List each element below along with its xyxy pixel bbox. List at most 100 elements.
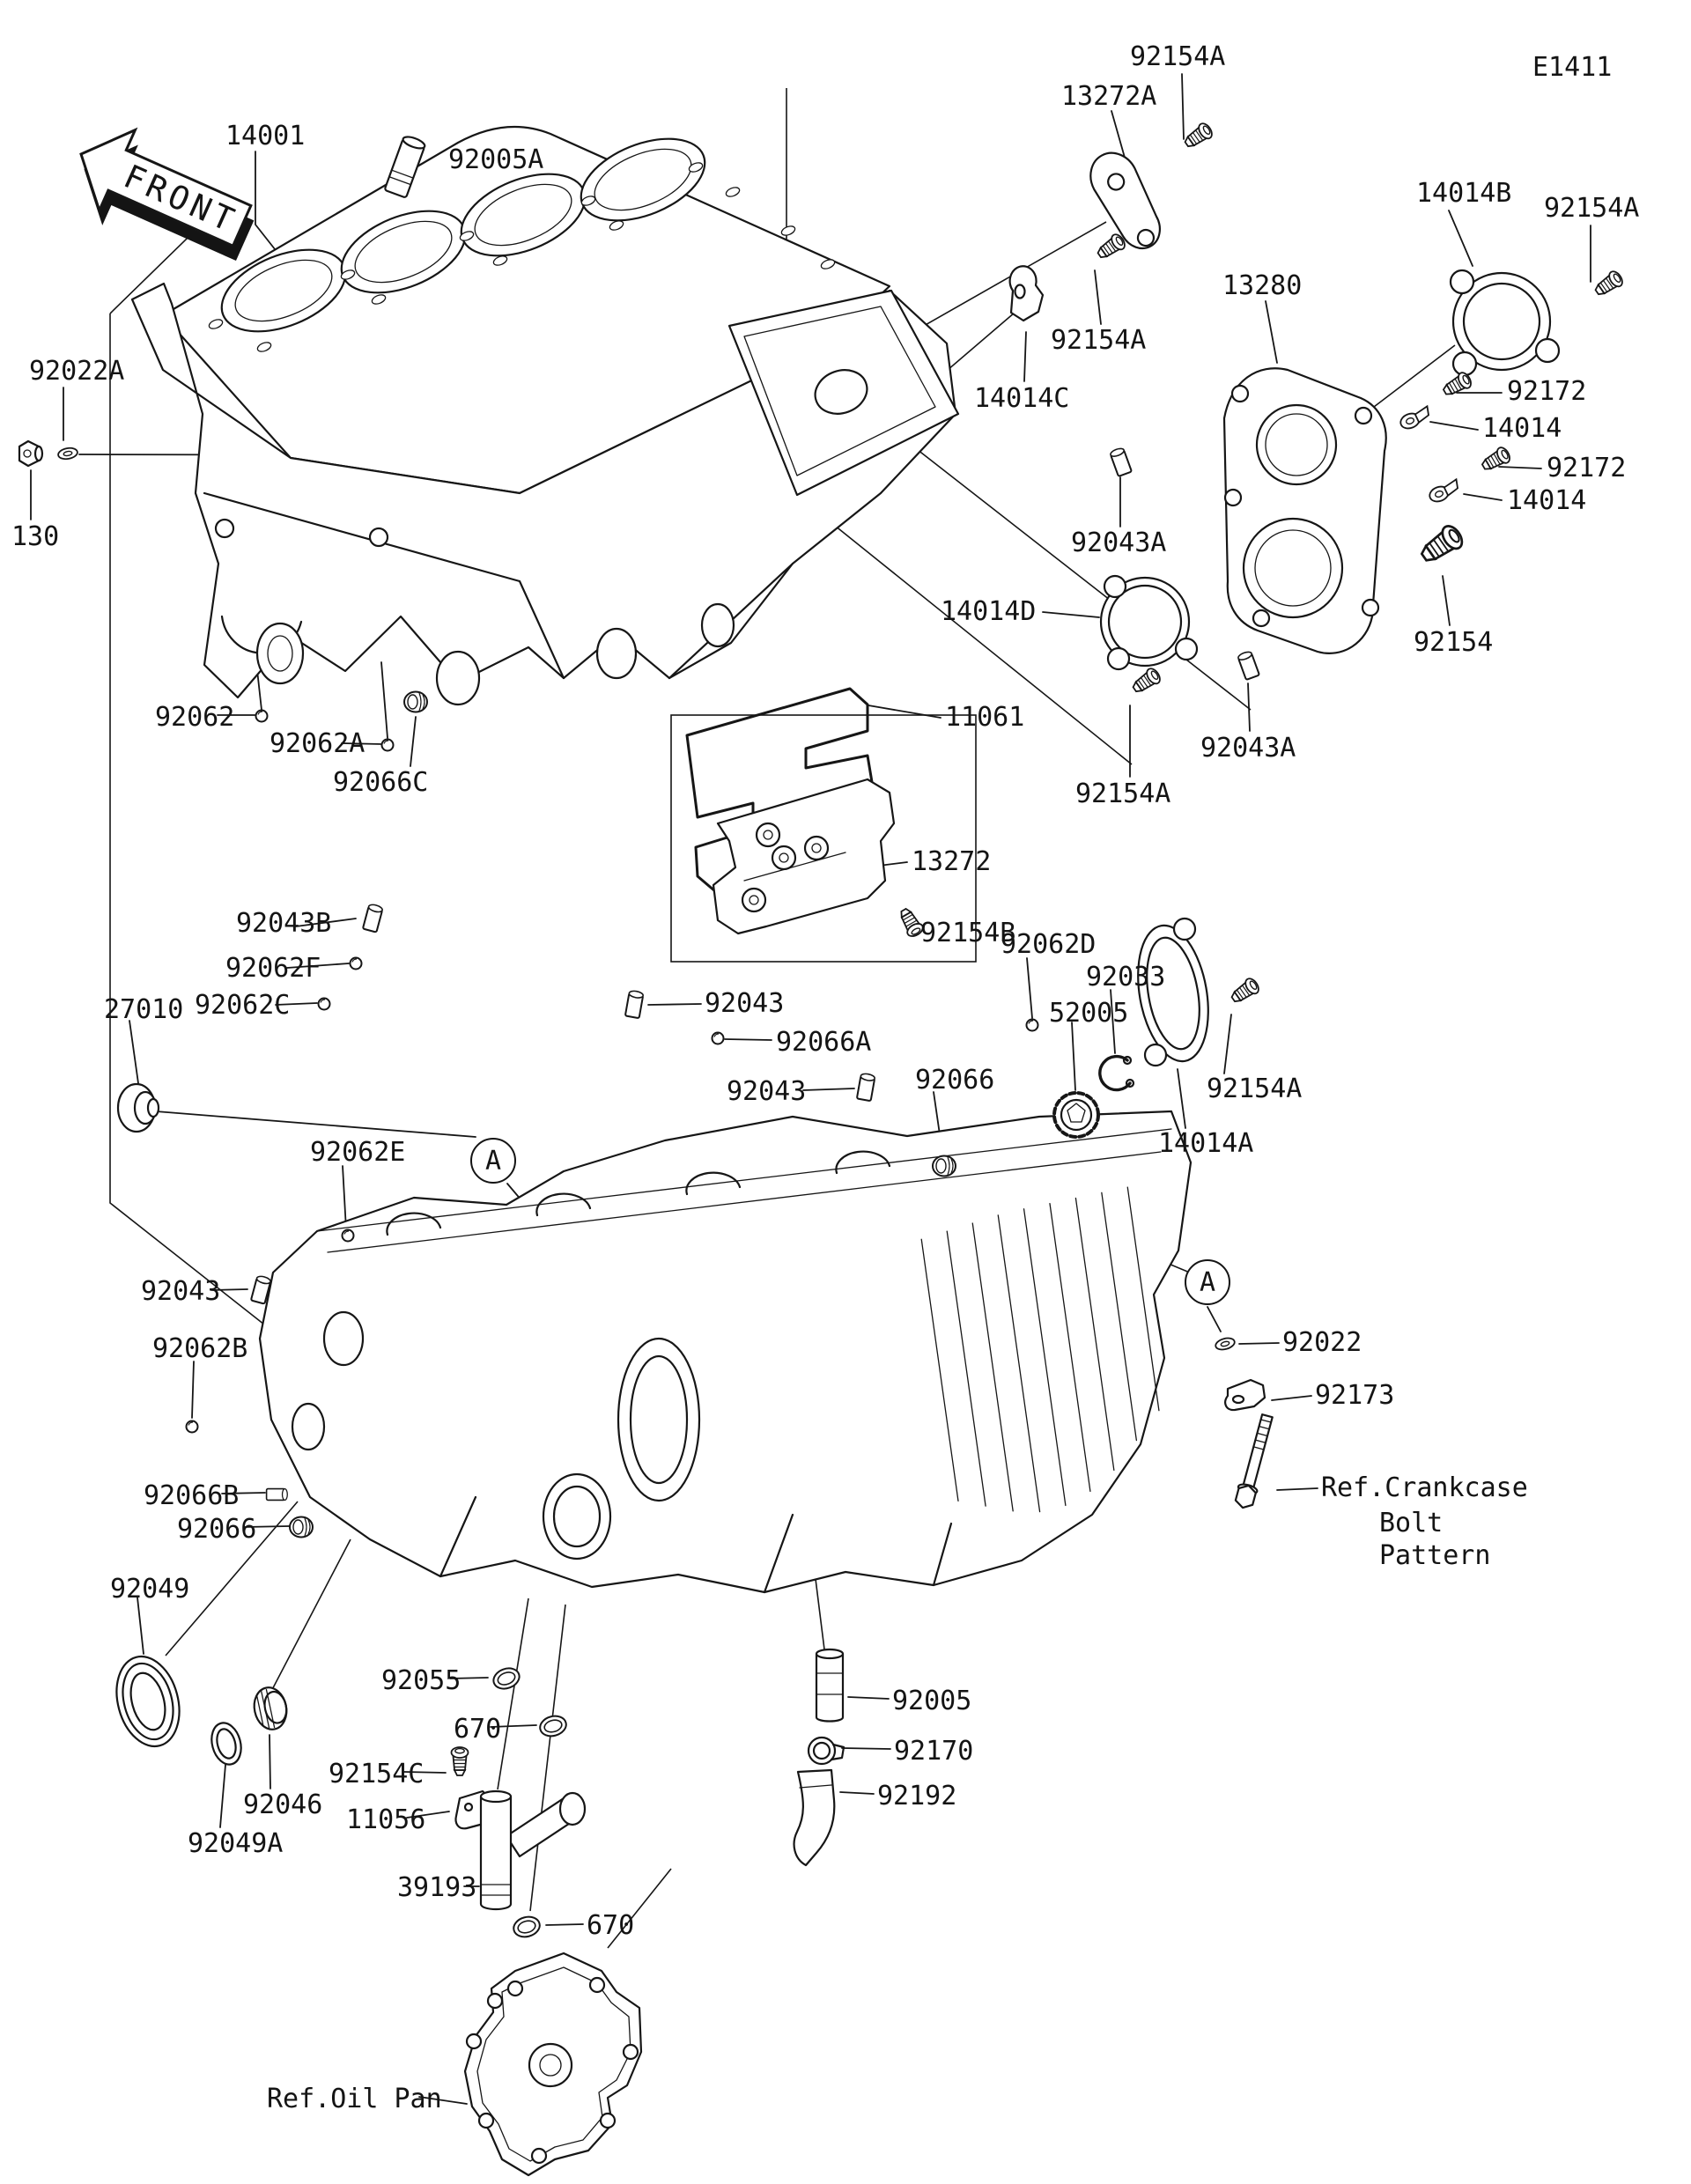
part-label-92043B: 92043B [236,908,332,939]
clamp-92173 [1224,1378,1266,1412]
screw-92154C [450,1746,469,1776]
part-label-14014B: 14014B [1416,178,1512,209]
plug-92062A [380,738,395,752]
part-label-92172: 92172 [1547,453,1627,483]
part-label-92154A: 92154A [1051,325,1147,356]
part-label-92066A: 92066A [776,1027,872,1058]
part-label-14014: 14014 [1507,485,1587,516]
oil-pan [463,1952,643,2177]
oil-seal-92049A [210,1722,242,1766]
part-label-39193: 39193 [397,1872,477,1903]
part-label-Pattern: Pattern [1379,1540,1491,1571]
leader-lines [30,73,1591,2105]
gasket-14014D [1099,574,1199,671]
case-ribs [920,1186,1160,1513]
breather-plate-13272 [712,778,896,935]
part-label-92154A: 92154A [1130,41,1226,72]
dowel-92043-1 [624,989,645,1020]
part-label-92005A: 92005A [448,144,544,175]
part-14014C [1008,265,1045,322]
plug-92062 [255,709,269,723]
plug-92062E [341,1228,355,1243]
lower-crankcase [258,1110,1193,1594]
clip-14014-1 [1397,405,1434,432]
part-label-92154B: 92154B [920,918,1016,948]
plug-92062C [317,997,331,1011]
part-label-92066: 92066 [177,1514,257,1545]
part-label-13280: 13280 [1222,270,1303,301]
part-label-92062B: 92062B [152,1333,248,1364]
part-label-92172: 92172 [1507,376,1587,407]
part-label-92022A: 92022A [29,356,125,387]
part-label-27010: 27010 [104,994,184,1025]
part-label-92049A: 92049A [188,1828,284,1859]
washer-92022 [1213,1335,1237,1353]
part-label-92043: 92043 [141,1276,221,1307]
gasket-bolt-holes [208,162,836,352]
part-label-92005: 92005 [892,1686,972,1716]
dowel-92043A-1 [1108,446,1133,477]
part-label-92062D: 92062D [1001,929,1097,960]
part-label-13272A: 13272A [1061,81,1157,112]
part-label-92062A: 92062A [270,728,366,759]
dowel-92043-2 [855,1072,876,1103]
part-label-92066B: 92066B [144,1480,240,1511]
oil-seal-92049 [115,1655,181,1748]
oring-670-2 [510,1913,543,1941]
cylinder-block-assembly [130,125,960,706]
part-label-92066C: 92066C [333,767,429,798]
part-label-92062F: 92062F [225,953,321,984]
part-label-92022: 92022 [1282,1327,1362,1358]
dowel-92043B [361,902,385,933]
cover-13280 [1222,367,1387,654]
part-label-92154A: 92154A [1544,193,1640,224]
part-label-52005: 52005 [1049,998,1129,1029]
dowel-92043A-2 [1236,649,1260,681]
part-label-92043: 92043 [727,1076,807,1107]
screw-92154A-1 [1180,120,1215,152]
part-label-92043A: 92043A [1200,733,1296,764]
part-label-130: 130 [11,521,60,552]
washer-92022A [56,446,79,461]
plug-92062D [1025,1018,1039,1032]
part-label-92049: 92049 [110,1574,190,1605]
plug-92066B [265,1487,289,1502]
part-label-670: 670 [587,1910,635,1941]
part-label-14001: 14001 [225,121,306,151]
gasket-14014A [1137,917,1209,1067]
part-label-11056: 11056 [346,1804,426,1835]
part-label-92043: 92043 [705,988,785,1019]
plug-92066C [403,690,428,713]
part-label-Ref-Crankcase: Ref.Crankcase [1321,1472,1528,1503]
cylinder-bores [220,137,706,333]
switch-27010 [116,1082,160,1133]
part-label-14014C: 14014C [974,383,1070,414]
gasket-14014B [1449,269,1561,377]
plug-92062F [349,956,363,970]
circlip-92033 [1098,1054,1135,1092]
screw-92154A-5 [1227,975,1262,1007]
plug-92062B [185,1420,199,1434]
part-label-92170: 92170 [894,1736,974,1767]
screw-92172-2 [1478,444,1513,476]
part-label-92043A: 92043A [1071,528,1167,558]
oil-pipe-39193 [479,1789,587,1911]
part-label-13272: 13272 [912,846,992,877]
plug-92066-2 [289,1516,314,1538]
gear-52005 [1052,1091,1100,1139]
part-label-92062C: 92062C [195,990,291,1021]
view-marker-A: A [1185,1259,1230,1305]
part-label-92062: 92062 [155,702,235,733]
part-label-92062E: 92062E [310,1137,406,1168]
part-label-Bolt: Bolt [1379,1508,1444,1538]
bearing-92046 [253,1686,288,1730]
part-label-92055: 92055 [381,1665,462,1696]
part-label-14014A: 14014A [1158,1128,1254,1159]
plate-13272A [1089,151,1161,250]
part-label-14014: 14014 [1482,413,1562,444]
part-label-E1411: E1411 [1532,52,1613,83]
hose-92192 [793,1768,836,1867]
part-label-11061: 11061 [945,702,1025,733]
